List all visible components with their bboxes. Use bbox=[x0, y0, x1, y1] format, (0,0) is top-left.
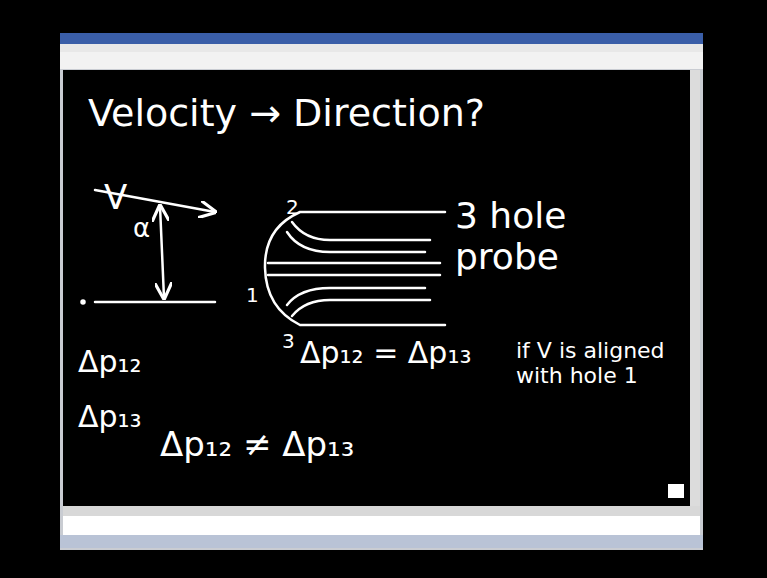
heading: Velocity → Direction? bbox=[88, 92, 485, 136]
probe-outline bbox=[265, 212, 445, 325]
pressure-difference: Δp₁₂ bbox=[78, 345, 142, 380]
condition-note: if V is aligned with hole 1 bbox=[516, 338, 684, 389]
menu-bar bbox=[60, 44, 703, 52]
hole-number: 2 bbox=[286, 196, 299, 219]
pressure-difference: Δp₁₃ bbox=[78, 400, 142, 435]
probe-name: 3 hole probe bbox=[455, 195, 595, 278]
angle-symbol: α bbox=[133, 214, 150, 244]
window-bottom bbox=[63, 516, 700, 535]
probe-sketch bbox=[265, 212, 445, 325]
tube-wall bbox=[292, 222, 430, 240]
tube-wall bbox=[268, 262, 440, 265]
tube-wall bbox=[268, 274, 440, 277]
tube-wall bbox=[292, 300, 430, 316]
tool-bar bbox=[60, 52, 703, 69]
title-bar bbox=[60, 33, 703, 44]
hole-number: 3 bbox=[282, 330, 295, 353]
status-bar bbox=[63, 506, 700, 516]
scroll-bar bbox=[690, 70, 700, 506]
canvas bbox=[63, 70, 690, 506]
tube-wall bbox=[287, 232, 425, 252]
task-bar bbox=[60, 535, 703, 548]
angle-arrow bbox=[160, 206, 164, 298]
inequation: Δp₁₂ ≠ Δp₁₃ bbox=[160, 425, 354, 464]
window-frame bbox=[60, 33, 703, 550]
velocity-sketch bbox=[82, 190, 216, 304]
reference-line bbox=[95, 301, 215, 304]
page-marker bbox=[668, 484, 684, 498]
vector-name: V bbox=[104, 178, 127, 217]
equation: Δp₁₂ = Δp₁₃ bbox=[300, 336, 471, 371]
tube-wall bbox=[287, 288, 425, 305]
dot bbox=[82, 301, 85, 304]
hole-number: 1 bbox=[246, 284, 259, 307]
